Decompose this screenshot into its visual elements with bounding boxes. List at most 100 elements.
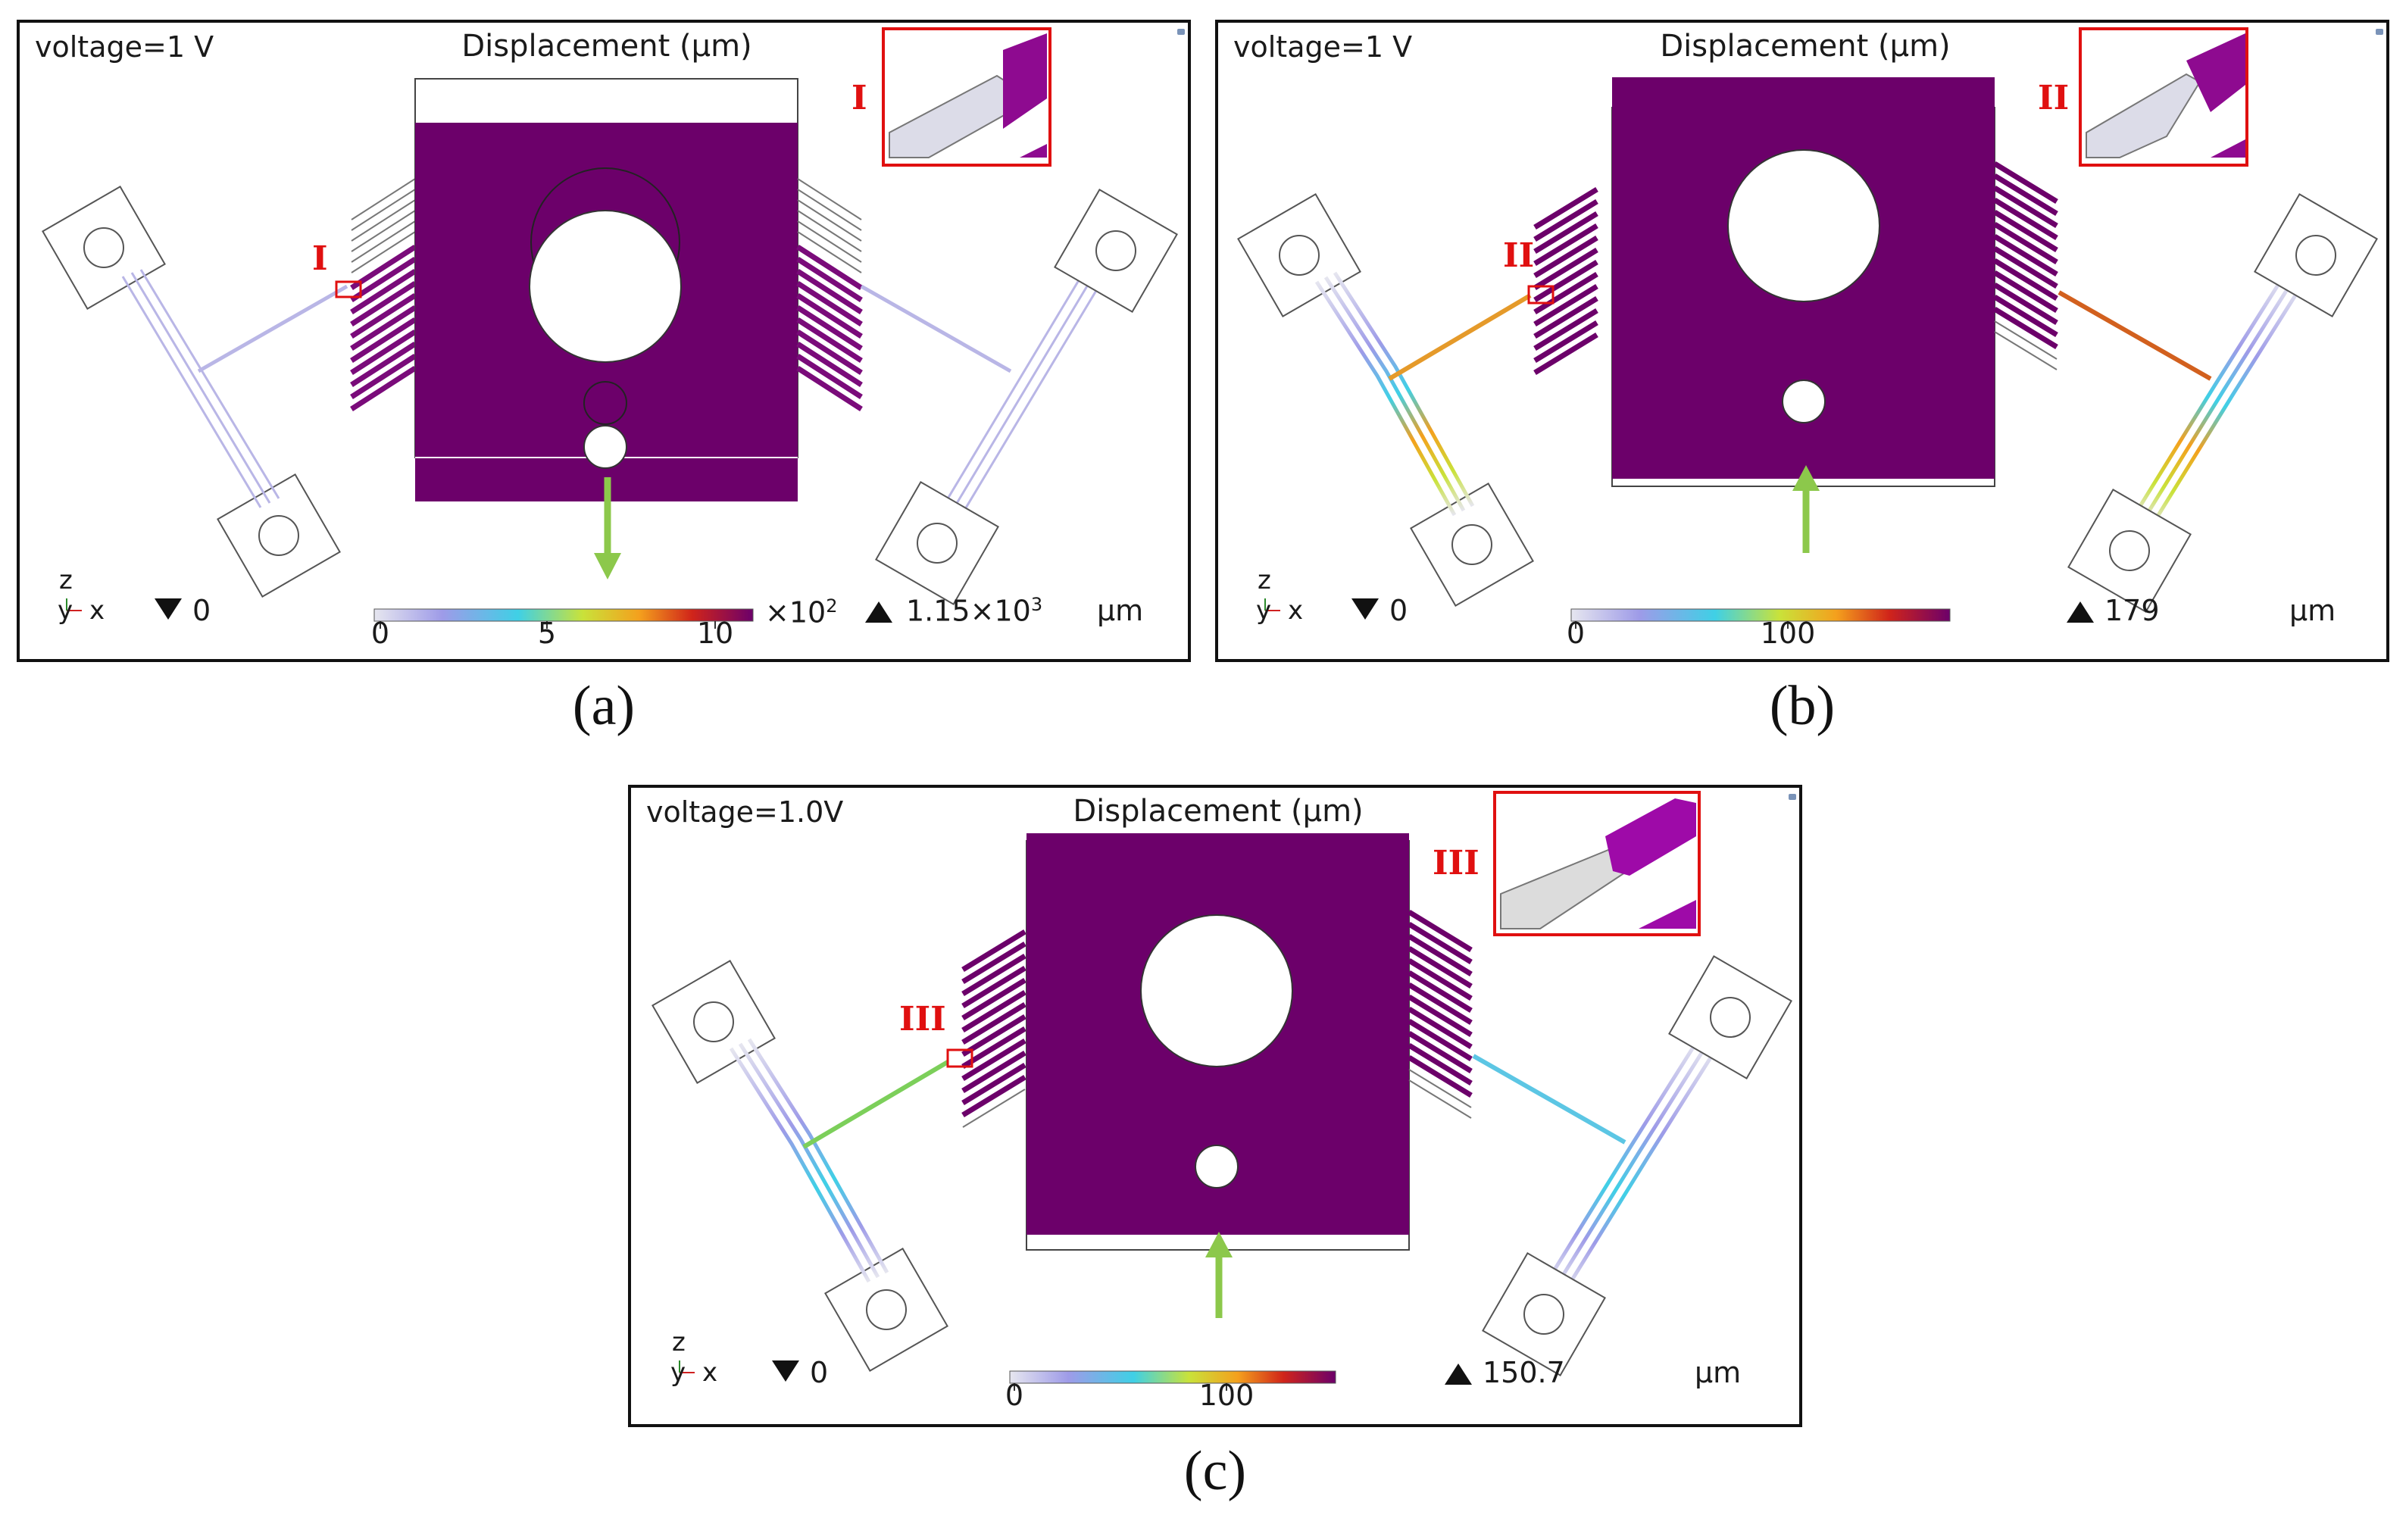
unit-label: μm bbox=[2289, 594, 2336, 627]
window-icon bbox=[1177, 29, 1185, 35]
colorbar-tick: 100 bbox=[1760, 617, 1816, 650]
detail-label: I bbox=[312, 239, 328, 278]
right-connector bbox=[2058, 290, 2212, 381]
detail-label: II bbox=[1503, 236, 1535, 275]
left-anchor-top bbox=[651, 960, 776, 1084]
axis-x: x bbox=[89, 595, 105, 626]
right-connector bbox=[860, 284, 1012, 373]
panel-c-drawing bbox=[651, 791, 1792, 1391]
axis-x: x bbox=[1288, 595, 1304, 626]
large-hole bbox=[1140, 914, 1293, 1067]
right-anchor-bottom bbox=[875, 481, 999, 605]
colorbar bbox=[373, 608, 754, 622]
colorbar-tick: 0 bbox=[1005, 1379, 1024, 1412]
axis-y: y bbox=[58, 595, 73, 626]
axis-y: y bbox=[670, 1357, 686, 1388]
left-anchor-bottom bbox=[824, 1248, 948, 1372]
window-icon bbox=[2376, 29, 2383, 35]
right-v-beam bbox=[1544, 1036, 1720, 1294]
min-triangle bbox=[1351, 598, 1379, 620]
detail-box-iii bbox=[946, 1048, 973, 1068]
max-value: 1.15×103 bbox=[906, 594, 1043, 628]
window-icon bbox=[1789, 794, 1796, 800]
max-triangle bbox=[1445, 1364, 1472, 1385]
detail-box-i bbox=[335, 280, 362, 298]
left-v-beam bbox=[121, 269, 280, 508]
left-comb bbox=[350, 178, 417, 411]
right-anchor-top bbox=[2254, 193, 2378, 317]
unit-label: μm bbox=[1097, 594, 1144, 627]
right-anchor-bottom bbox=[1482, 1252, 1606, 1376]
plot-title: Displacement (μm) bbox=[1073, 794, 1364, 829]
large-hole bbox=[1727, 149, 1880, 302]
min-value: 0 bbox=[192, 594, 211, 627]
large-hole bbox=[529, 210, 682, 363]
right-anchor-bottom bbox=[2067, 489, 2192, 613]
inset-zoom-i bbox=[882, 27, 1051, 167]
max-value: 179 bbox=[2104, 594, 2160, 627]
right-anchor-top bbox=[1054, 189, 1178, 313]
max-triangle bbox=[2067, 601, 2094, 623]
axis-y: y bbox=[1256, 595, 1272, 626]
right-comb bbox=[1993, 161, 2058, 370]
unit-label: μm bbox=[1695, 1356, 1742, 1389]
left-comb bbox=[1533, 187, 1598, 375]
detail-box-ii bbox=[1527, 285, 1555, 305]
inset-label: II bbox=[2038, 79, 2070, 117]
detail-label: III bbox=[899, 1000, 946, 1039]
force-arrow-down bbox=[594, 477, 621, 579]
min-value: 0 bbox=[810, 1356, 829, 1389]
small-hole bbox=[1782, 380, 1826, 423]
axis-triad bbox=[679, 1360, 695, 1373]
axis-triad bbox=[1264, 598, 1280, 611]
voltage-label: voltage=1 V bbox=[1233, 30, 1413, 64]
left-anchor-top bbox=[42, 186, 166, 310]
axis-triad bbox=[66, 598, 82, 611]
left-anchor-top bbox=[1237, 193, 1361, 317]
panel-b-drawing bbox=[1237, 27, 2378, 629]
ghost-small-hole bbox=[583, 381, 627, 425]
inset-zoom-iii bbox=[1493, 791, 1701, 936]
min-triangle bbox=[155, 598, 182, 620]
panel-b: voltage=1 V Displacement (μm) II II 0 10… bbox=[1215, 20, 2389, 662]
inset-zoom-ii bbox=[2079, 27, 2248, 167]
caption-c: (c) bbox=[1183, 1440, 1247, 1502]
min-triangle bbox=[772, 1360, 799, 1382]
force-arrow-up bbox=[1205, 1232, 1233, 1318]
small-hole bbox=[1195, 1145, 1239, 1189]
plot-title: Displacement (μm) bbox=[461, 29, 752, 64]
left-comb bbox=[961, 929, 1026, 1128]
axis-z: z bbox=[1258, 565, 1271, 595]
panel-a-drawing bbox=[42, 27, 1178, 629]
right-comb bbox=[796, 178, 863, 411]
caption-b: (b) bbox=[1769, 675, 1836, 737]
plot-title: Displacement (μm) bbox=[1660, 29, 1951, 64]
axis-x: x bbox=[702, 1357, 718, 1388]
caption-a: (a) bbox=[572, 675, 636, 737]
colorbar bbox=[1570, 608, 1951, 622]
right-anchor-top bbox=[1668, 955, 1792, 1079]
colorbar-multiplier: ×102 bbox=[765, 595, 838, 629]
left-connector bbox=[197, 284, 348, 373]
inset-label: III bbox=[1433, 844, 1480, 882]
max-value: 150.7 bbox=[1483, 1356, 1565, 1389]
voltage-label: voltage=1.0V bbox=[646, 795, 844, 829]
inset-label: I bbox=[851, 79, 867, 117]
left-connector bbox=[1388, 293, 1532, 381]
right-comb bbox=[1408, 910, 1473, 1119]
colorbar bbox=[1009, 1370, 1336, 1384]
colorbar-tick: 0 bbox=[1566, 617, 1586, 650]
left-anchor-bottom bbox=[217, 473, 341, 598]
right-v-beam bbox=[932, 264, 1108, 533]
colorbar-tick: 0 bbox=[370, 617, 390, 650]
colorbar-tick: 100 bbox=[1198, 1379, 1255, 1412]
voltage-label: voltage=1 V bbox=[35, 30, 214, 64]
left-v-beam bbox=[729, 1038, 889, 1283]
force-arrow-up bbox=[1792, 465, 1820, 553]
max-triangle bbox=[865, 601, 892, 623]
axis-z: z bbox=[59, 565, 73, 595]
colorbar-tick: 5 bbox=[537, 617, 557, 650]
left-connector bbox=[802, 1060, 949, 1149]
small-hole bbox=[583, 425, 627, 469]
left-v-beam bbox=[1314, 271, 1475, 517]
